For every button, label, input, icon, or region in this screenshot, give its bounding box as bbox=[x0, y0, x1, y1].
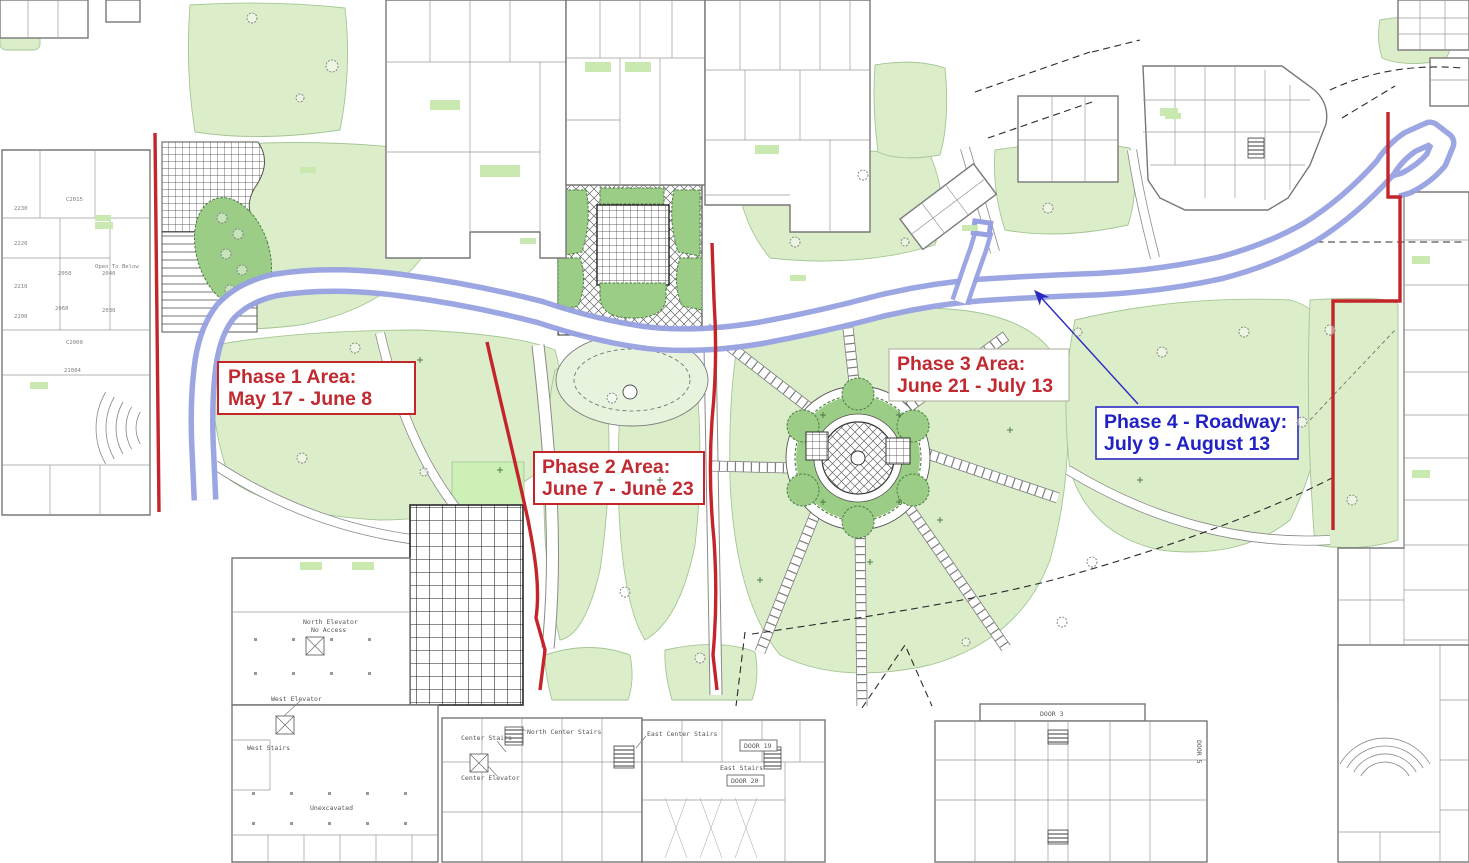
phase4-leader-arrow bbox=[1034, 289, 1139, 405]
room-number: C2000 bbox=[66, 340, 83, 346]
center-elevator-label: Center Elevator bbox=[461, 774, 520, 782]
phase-boundary-lines bbox=[153, 112, 1402, 691]
door-19-label: DOOR 19 bbox=[744, 742, 771, 750]
door-5-label: DOOR 5 bbox=[1195, 740, 1203, 764]
unexcavated-label: Unexcavated bbox=[310, 804, 353, 812]
north-center-stairs-label: North Center Stairs bbox=[527, 728, 601, 736]
building-angled bbox=[899, 162, 998, 251]
phase-2-dates: June 7 - June 23 bbox=[542, 478, 694, 500]
east-stairs-label: East Stairs bbox=[720, 764, 763, 772]
phase-1-label: Phase 1 Area: May 17 - June 8 bbox=[217, 361, 416, 415]
room-number: 2050 bbox=[58, 271, 71, 277]
building-northwest-hall bbox=[1, 149, 151, 516]
center-stairs-label: Center Stairs bbox=[461, 734, 512, 742]
phase-1-dates: May 17 - June 8 bbox=[228, 388, 372, 410]
building-northeast-corner bbox=[1397, 0, 1469, 107]
building-southeast-hall bbox=[934, 703, 1208, 863]
phase-4-boundary-line bbox=[1331, 112, 1402, 530]
phase-2-boundary-line bbox=[485, 341, 547, 691]
building-north-hall-east bbox=[704, 0, 871, 233]
building-south-hall-east bbox=[613, 719, 826, 863]
no-access-label: No Access bbox=[311, 626, 346, 634]
building-north-hall-west bbox=[385, 0, 567, 259]
phase-3-dates: June 21 - July 13 bbox=[897, 375, 1053, 397]
building-southwest-hall bbox=[231, 504, 524, 863]
central-plaza bbox=[555, 184, 709, 427]
west-terrace bbox=[161, 141, 273, 333]
room-number: 2220 bbox=[14, 241, 27, 247]
courtyard-skylight-grid bbox=[410, 505, 523, 705]
reflecting-oval bbox=[555, 333, 709, 427]
rotunda-plaza bbox=[785, 377, 931, 539]
plan-annotations: North Elevator No Access West Elevator W… bbox=[14, 197, 1203, 812]
construction-limit-dashed-lines bbox=[735, 39, 1463, 709]
room-number: 2210 bbox=[14, 284, 27, 290]
west-elevator-symbol bbox=[275, 715, 295, 735]
room-number: 2060 bbox=[55, 306, 68, 312]
building-northwest-corner bbox=[0, 0, 141, 39]
phase-3-boundary-line bbox=[708, 242, 719, 691]
east-center-stairs-label: East Center Stairs bbox=[647, 730, 718, 738]
building-northeast-complex bbox=[1142, 65, 1328, 211]
room-number: 2030 bbox=[102, 308, 115, 314]
phase-1-title: Phase 1 Area: bbox=[228, 366, 356, 388]
west-stairs-label: West Stairs bbox=[247, 744, 290, 752]
trees bbox=[95, 12, 1358, 664]
building-south-hall-center bbox=[441, 717, 643, 863]
center-elevator-symbol bbox=[469, 753, 489, 773]
north-elevator-symbol bbox=[305, 636, 325, 656]
phase-3-title: Phase 3 Area: bbox=[897, 353, 1025, 375]
room-number: C2015 bbox=[66, 197, 83, 203]
room-number: 21084 bbox=[64, 368, 81, 374]
west-elevator-label: West Elevator bbox=[271, 695, 322, 703]
open-to-below-label: Open To Below bbox=[95, 264, 139, 270]
room-number: 2040 bbox=[102, 271, 115, 277]
north-elevator-label: North Elevator bbox=[303, 618, 358, 626]
room-number: 2230 bbox=[14, 206, 27, 212]
door-3-label: DOOR 3 bbox=[1040, 710, 1064, 718]
building-north-hall-center bbox=[565, 0, 706, 186]
phase-4-label: Phase 4 - Roadway: July 9 - August 13 bbox=[1095, 406, 1299, 460]
building-far-southeast-hall bbox=[1337, 644, 1469, 863]
phase-4-dates: July 9 - August 13 bbox=[1104, 433, 1270, 455]
phase-2-title: Phase 2 Area: bbox=[542, 456, 670, 478]
phase-1-boundary-line bbox=[153, 132, 161, 513]
room-number: 2200 bbox=[14, 314, 27, 320]
phase-4-title: Phase 4 - Roadway: bbox=[1104, 411, 1287, 433]
building-northeast-small bbox=[1017, 95, 1119, 183]
phase-2-label: Phase 2 Area: June 7 - June 23 bbox=[533, 451, 705, 505]
phase-3-label: Phase 3 Area: June 21 - July 13 bbox=[888, 348, 1070, 402]
door-20-label: DOOR 20 bbox=[731, 777, 758, 785]
